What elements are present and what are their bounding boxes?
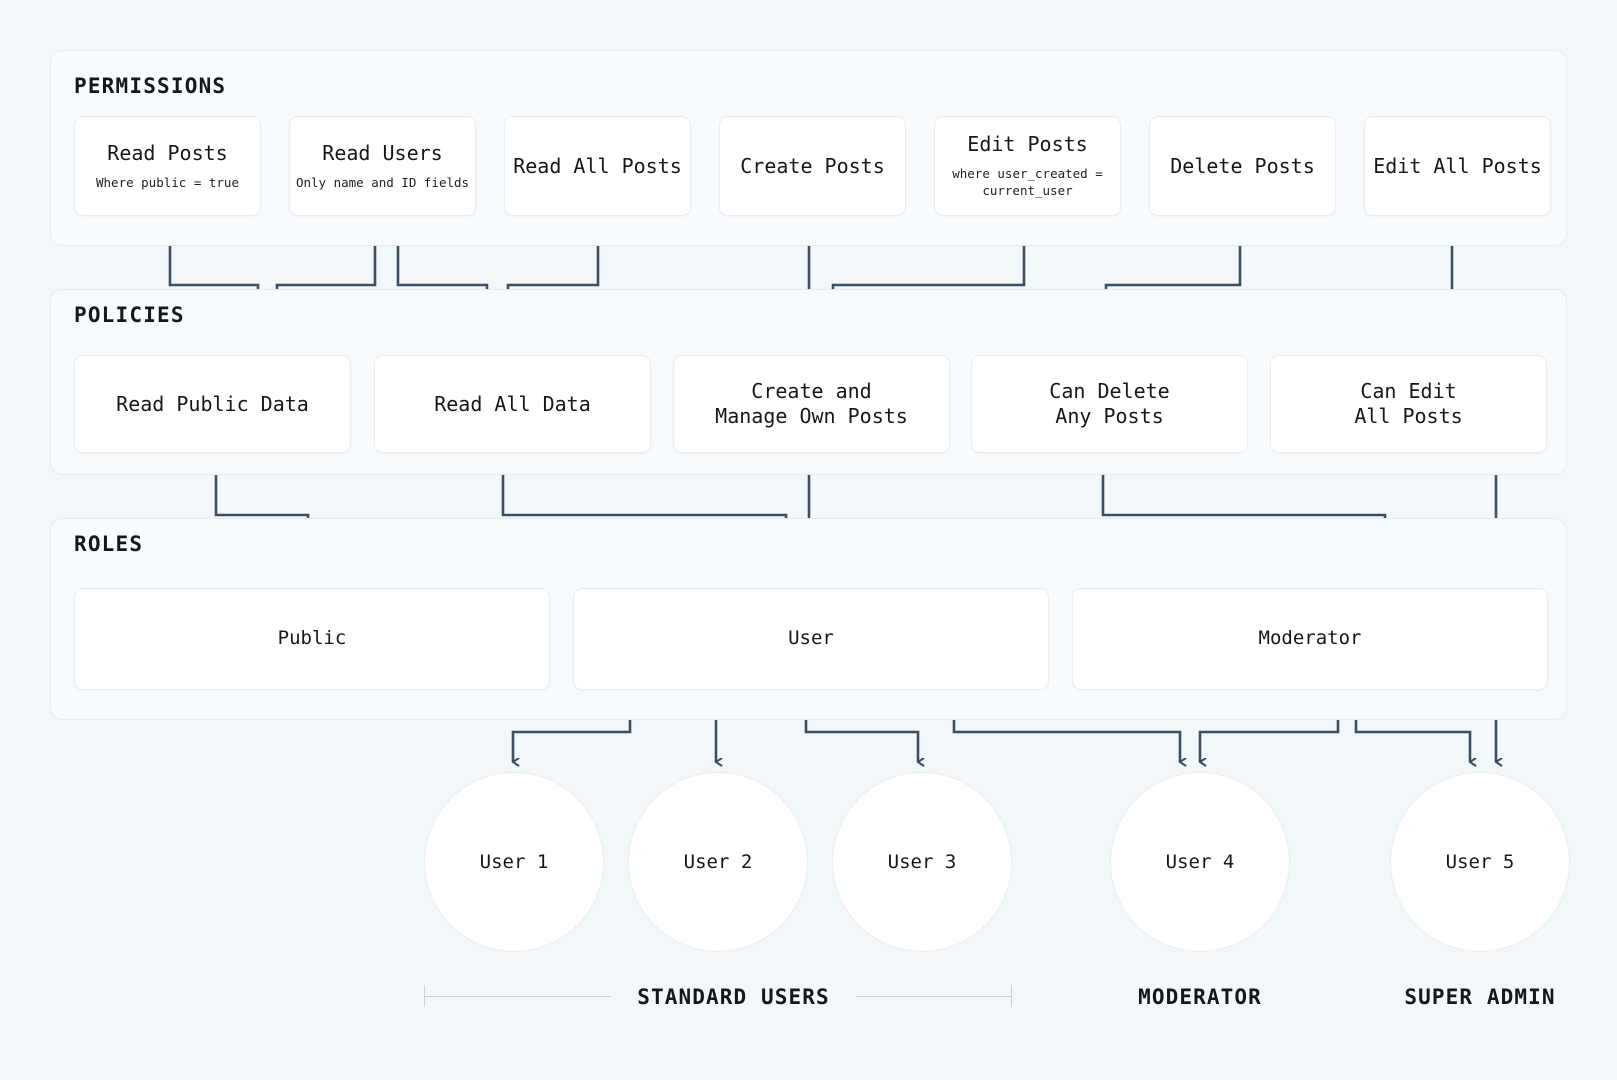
role-card[interactable]: Moderator	[1072, 588, 1548, 690]
policy-title: Read Public Data	[116, 391, 309, 416]
user-node[interactable]: User 5	[1390, 772, 1570, 952]
permission-card[interactable]: Edit Posts where user_created = current_…	[934, 116, 1121, 216]
policy-title: Can Delete Any Posts	[1049, 379, 1170, 428]
permission-title: Delete Posts	[1170, 153, 1315, 178]
policy-card[interactable]: Can Edit All Posts	[1270, 355, 1547, 453]
permission-subtitle: where user_created = current_user	[952, 166, 1103, 198]
permission-card[interactable]: Create Posts	[719, 116, 906, 216]
permission-title: Read All Posts	[513, 153, 682, 178]
user-node[interactable]: User 2	[628, 772, 808, 952]
user-label: User 1	[479, 851, 549, 873]
group-label-super-admin: SUPER ADMIN	[1404, 985, 1556, 1009]
policy-title: Read All Data	[434, 391, 591, 416]
user-label: User 5	[1445, 851, 1515, 873]
section-title-policies: POLICIES	[74, 303, 185, 327]
permission-title: Edit All Posts	[1373, 153, 1542, 178]
permission-title: Edit Posts	[967, 132, 1088, 157]
bracket-line-right	[856, 996, 1011, 997]
role-card[interactable]: Public	[74, 588, 550, 690]
permission-subtitle: Only name and ID fields	[295, 174, 470, 190]
permission-card[interactable]: Read All Posts	[504, 116, 691, 216]
role-title: User	[788, 627, 834, 650]
policy-card[interactable]: Read Public Data	[74, 355, 351, 453]
user-label: User 4	[1165, 851, 1235, 873]
section-title-roles: ROLES	[74, 532, 144, 556]
permission-subtitle: Where public = true	[96, 174, 239, 190]
policy-title: Can Edit All Posts	[1354, 379, 1463, 428]
role-title: Public	[277, 627, 347, 650]
policy-card[interactable]: Create and Manage Own Posts	[673, 355, 950, 453]
user-label: User 2	[683, 851, 753, 873]
group-label-standard-users: STANDARD USERS	[637, 985, 830, 1009]
role-card[interactable]: User	[573, 588, 1049, 690]
user-label: User 3	[887, 851, 957, 873]
permission-card[interactable]: Edit All Posts	[1364, 116, 1551, 216]
group-label-moderator: MODERATOR	[1138, 985, 1262, 1009]
policy-card[interactable]: Can Delete Any Posts	[971, 355, 1248, 453]
user-node[interactable]: User 4	[1110, 772, 1290, 952]
policy-title: Create and Manage Own Posts	[715, 379, 908, 428]
section-title-permissions: PERMISSIONS	[74, 74, 227, 98]
permission-title: Create Posts	[740, 153, 885, 178]
permission-card[interactable]: Delete Posts	[1149, 116, 1336, 216]
permission-title: Read Users	[322, 140, 443, 165]
bracket-cap-right	[1011, 985, 1012, 1007]
permission-card[interactable]: Read Posts Where public = true	[74, 116, 261, 216]
permission-card[interactable]: Read Users Only name and ID fields	[289, 116, 476, 216]
policy-card[interactable]: Read All Data	[374, 355, 651, 453]
role-title: Moderator	[1258, 627, 1362, 650]
permission-title: Read Posts	[107, 140, 228, 165]
user-node[interactable]: User 1	[424, 772, 604, 952]
user-node[interactable]: User 3	[832, 772, 1012, 952]
bracket-line-left	[424, 996, 611, 997]
